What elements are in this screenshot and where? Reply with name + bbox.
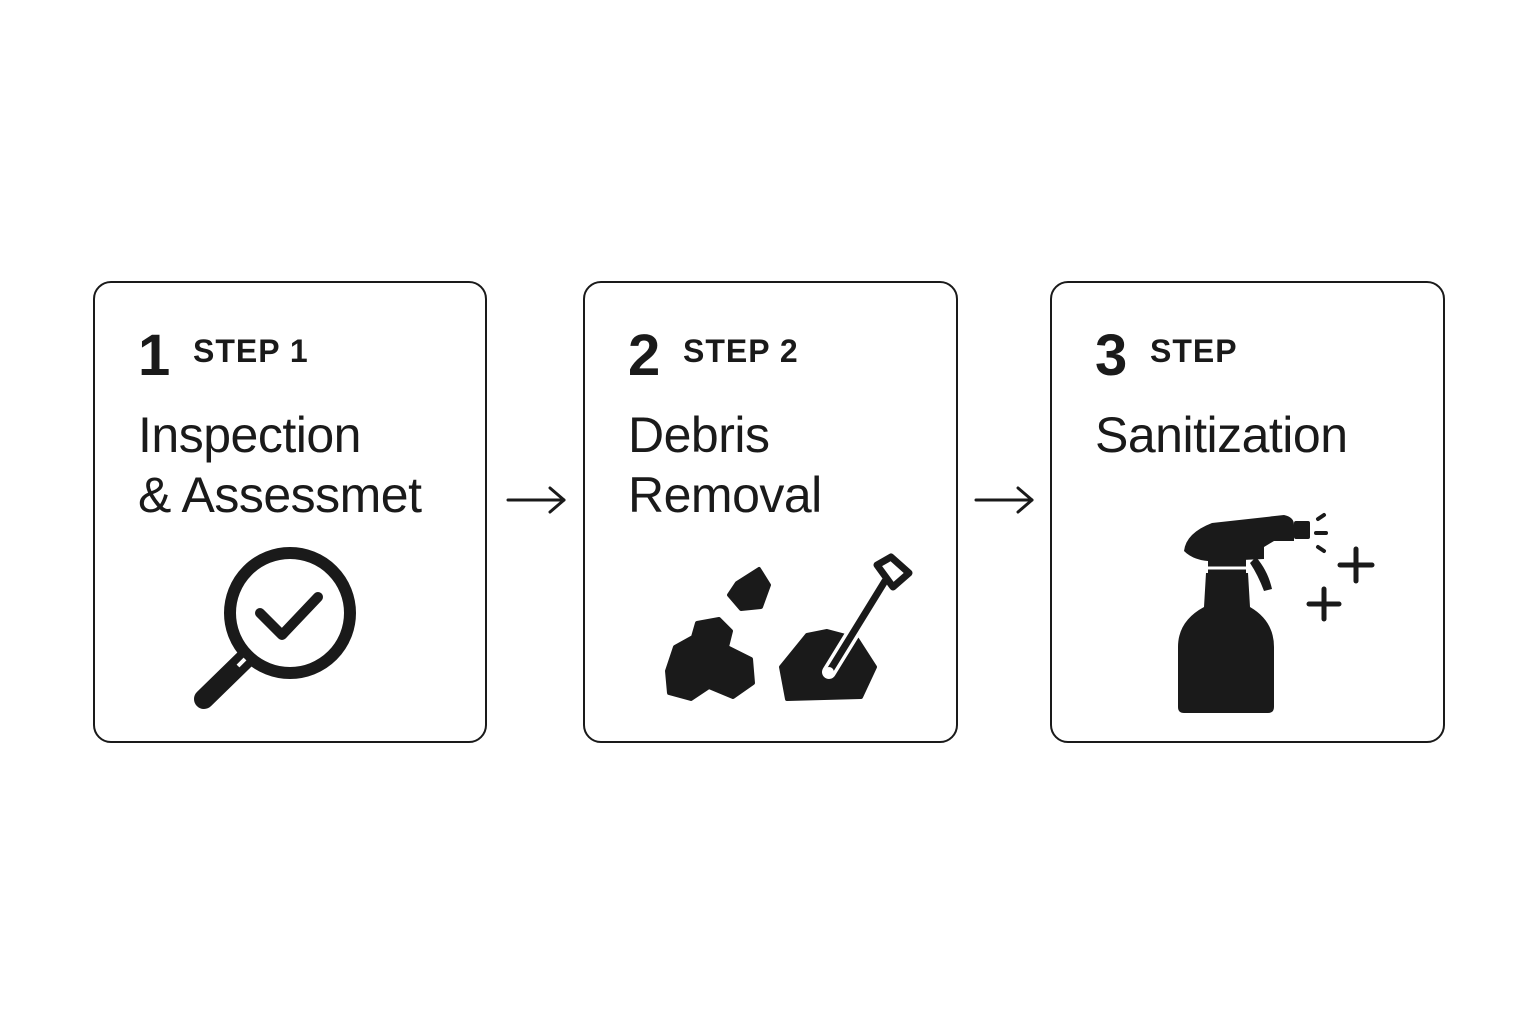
rocks-shovel-icon: [665, 553, 913, 701]
step-title-line: Sanitization: [1095, 407, 1348, 463]
step-title: Sanitization: [1095, 405, 1348, 465]
step-title-line: Removal: [628, 467, 822, 523]
step-title: Debris Removal: [628, 405, 822, 525]
step-label: STEP 2: [683, 333, 799, 369]
step-title: Inspection & Assessmet: [138, 405, 422, 525]
step-label: STEP: [1150, 333, 1238, 369]
right-arrow-icon: [506, 486, 566, 514]
step-label: STEP 1: [193, 333, 309, 369]
step-title-line: Inspection: [138, 407, 361, 463]
step-number: 3: [1095, 323, 1128, 388]
step-card-3: 3 STEP Sanitization: [1050, 281, 1445, 743]
step-title-line: Debris: [628, 407, 770, 463]
step-title-line: & Assessmet: [138, 467, 422, 523]
step-number: 1: [138, 323, 171, 388]
spray-bottle-icon: [1178, 513, 1375, 713]
magnifier-check-icon: [194, 547, 356, 709]
step-card-2: 2 STEP 2 Debris Removal: [583, 281, 958, 743]
step-card-1: 1 STEP 1 Inspection & Assessmet: [93, 281, 487, 743]
right-arrow-icon: [974, 486, 1034, 514]
step-number: 2: [628, 323, 661, 388]
